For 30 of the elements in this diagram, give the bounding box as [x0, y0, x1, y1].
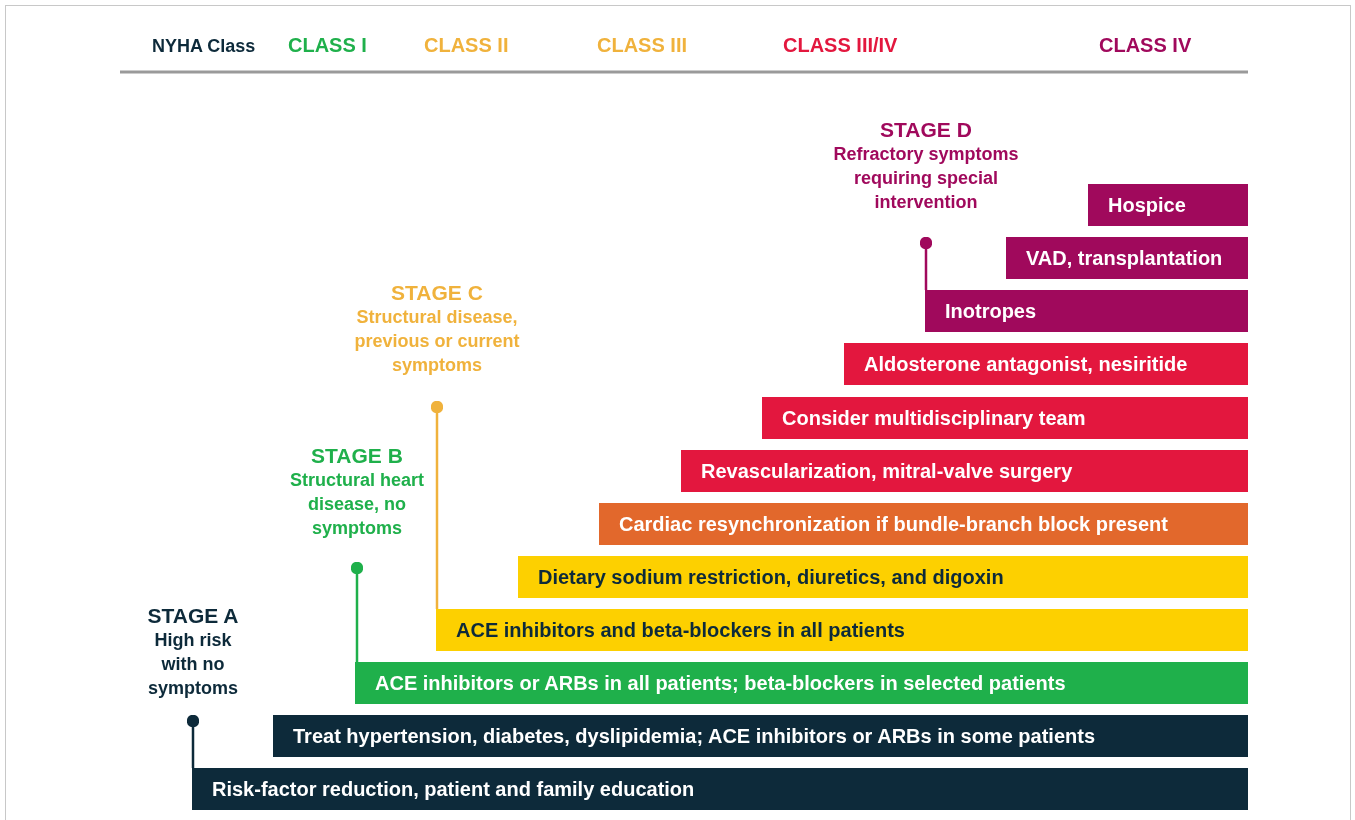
treatment-bar: Aldosterone antagonist, nesiritide [844, 343, 1248, 385]
class-heading: CLASS I [288, 34, 367, 57]
stage-heading: STAGE B [310, 444, 404, 468]
leader-line [919, 236, 933, 290]
stage-description: Structural heart disease, no symptoms [288, 469, 425, 540]
stage-description: Refractory symptoms requiring special intervention [832, 143, 1020, 214]
stage-description: High risk with no symptoms [147, 629, 239, 700]
treatment-bar: Inotropes [925, 290, 1248, 332]
class-heading: CLASS III/IV [783, 34, 898, 57]
leader-line [350, 561, 364, 662]
treatment-bar: ACE inhibitors and beta-blockers in all patients [436, 609, 1248, 651]
treatment-bar: Cardiac resynchronization if bundle-branch block present [599, 503, 1248, 545]
treatment-bar: Consider multidisciplinary team [762, 397, 1248, 439]
leader-line [430, 400, 444, 609]
treatment-bar: Hospice [1088, 184, 1248, 226]
stage-description: Structural disease, previous or current symptoms [353, 306, 521, 377]
treatment-bar: Revascularization, mitral-valve surgery [681, 450, 1248, 492]
stage-heading: STAGE A [146, 604, 240, 628]
treatment-bar: Risk-factor reduction, patient and family education [192, 768, 1248, 810]
class-heading: CLASS III [597, 34, 687, 57]
class-heading: CLASS II [424, 34, 509, 57]
treatment-bar: Treat hypertension, diabetes, dyslipidemia; ACE inhibitors or ARBs in some patients [273, 715, 1248, 757]
class-heading: CLASS IV [1099, 34, 1192, 57]
treatment-bar: ACE inhibitors or ARBs in all patients; beta-blockers in selected patients [355, 662, 1248, 704]
treatment-bar: VAD, transplantation [1006, 237, 1248, 279]
stage-heading: STAGE D [879, 118, 973, 142]
stage-heading: STAGE C [390, 281, 484, 305]
leader-line [186, 714, 200, 768]
treatment-bar: Dietary sodium restriction, diuretics, and digoxin [518, 556, 1248, 598]
axis-title: NYHA Class [152, 36, 256, 57]
